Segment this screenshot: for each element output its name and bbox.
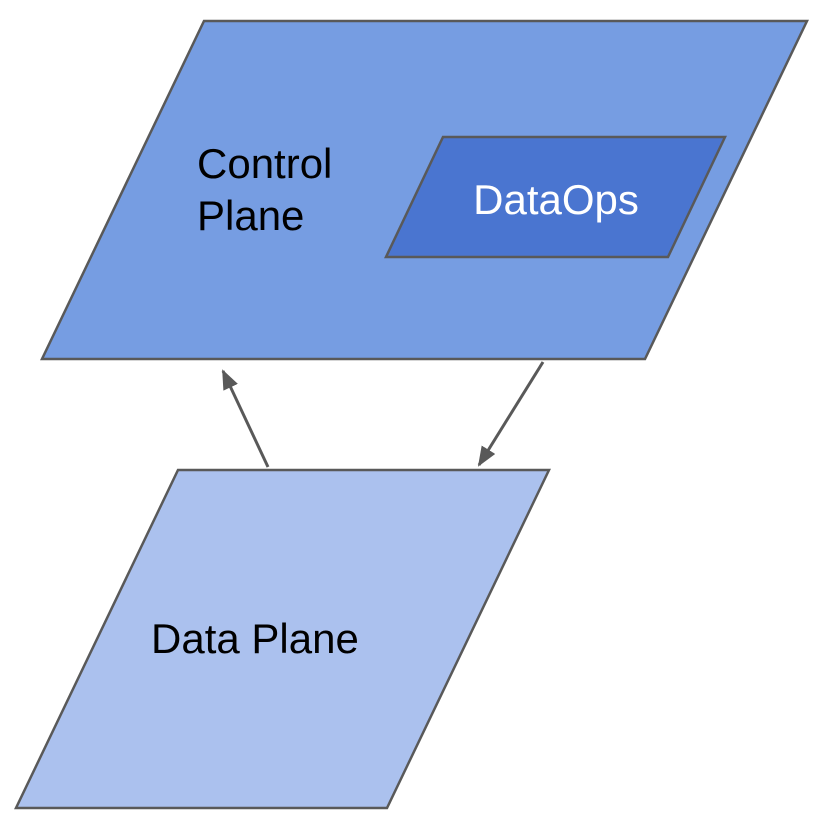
control-plane-label-line2: Plane — [197, 192, 304, 239]
dataops-shape — [384, 135, 727, 259]
data-plane-shape — [14, 468, 551, 810]
control-plane-label: Control Plane — [197, 140, 344, 239]
arrow-control-plane-to-data-plane — [477, 361, 545, 467]
control-plane-label-line1: Control — [197, 140, 332, 187]
data-plane-label: Data Plane — [151, 615, 359, 662]
dataops-label: DataOps — [473, 176, 639, 223]
arrow-data-plane-to-control-plane — [221, 369, 270, 468]
